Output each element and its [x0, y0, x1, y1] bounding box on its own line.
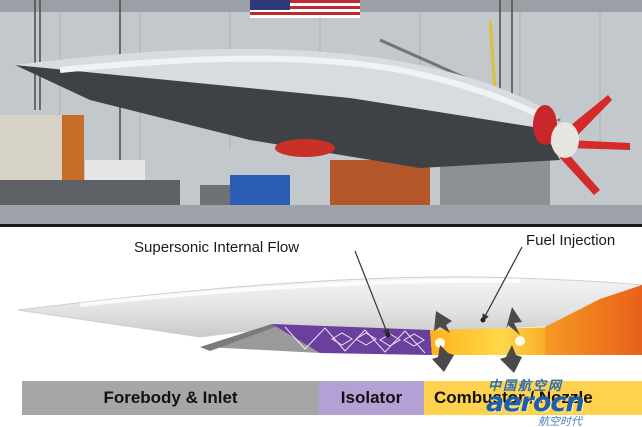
panel-divider: [0, 224, 642, 227]
hangar-scene: [0, 0, 642, 224]
forebody-inlet-label: Forebody & Inlet: [103, 388, 238, 407]
nozzle-plume: [545, 285, 642, 355]
injector-arrows: [432, 307, 522, 373]
flow-leader-line: [354, 250, 390, 337]
vehicle-body: [17, 276, 642, 338]
scramjet-diagram: Supersonic Internal Flow Fuel Injection …: [0, 227, 642, 427]
combustor-nozzle-section: Combustor / Nozzle: [424, 381, 642, 415]
vehicle-photo: [0, 0, 642, 224]
scramjet-schematic: [17, 246, 642, 373]
combustor-region: [430, 327, 560, 355]
tail-fins: [560, 95, 630, 195]
forebody-inlet-section: Forebody & Inlet: [22, 381, 319, 415]
fuel-leader-line: [482, 246, 523, 322]
isolator-label: Isolator: [340, 388, 403, 407]
isolator-section: Isolator: [319, 381, 424, 415]
supersonic-flow-label: Supersonic Internal Flow: [134, 239, 300, 256]
flag-icon: [250, 0, 360, 18]
combustor-nozzle-label: Combustor / Nozzle: [434, 388, 593, 407]
fuel-injection-label: Fuel Injection: [526, 232, 616, 249]
